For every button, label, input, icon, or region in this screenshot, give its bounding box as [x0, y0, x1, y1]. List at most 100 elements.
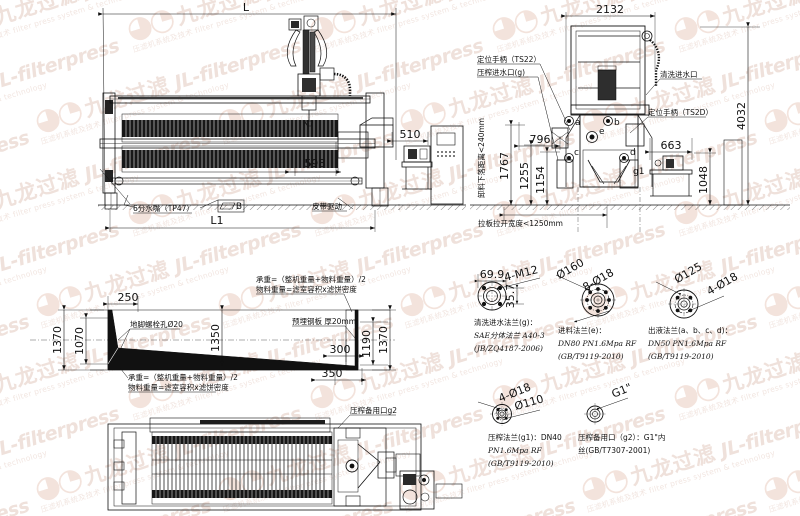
- dimension-1190: 1190: [360, 317, 388, 366]
- filter-plate-stack-upper: [121, 113, 339, 143]
- plan-pump-group: [399, 470, 463, 510]
- label-belt-drive-text: 皮带驱动: [312, 201, 342, 211]
- cloth-washing-gantry: [286, 15, 352, 127]
- squeeze-flange-caption-1: 压榨法兰(g1)：DN40: [488, 432, 562, 442]
- surface-flag-symbol: B: [199, 199, 245, 213]
- dim-350-label: 350: [322, 367, 343, 380]
- dim-35-7-label: 35.7: [504, 284, 517, 309]
- dim-4-m12-label: 4-M12: [503, 263, 540, 284]
- dimension-796: 796: [514, 122, 561, 150]
- dimension-1370-left: 1370: [51, 305, 104, 371]
- label-handle-ts22-text: 定位手柄（TS22）: [477, 54, 541, 64]
- filter-plate-stack-lower: [121, 145, 339, 173]
- foundation-section-view: 250 1370 1070 1350: [30, 274, 396, 393]
- filtrate-flange-caption-1: 出液法兰(a、b、c、d)：: [648, 325, 732, 335]
- dim-1070-label: 1070: [73, 327, 86, 355]
- dim-1350-label: 1350: [209, 324, 222, 352]
- squeeze-spare-port-detail: G1" 压榨备用口（g2）：G1"内 丝(GB/T7307-2001): [578, 381, 665, 455]
- lower-tie-rod: [111, 176, 363, 186]
- side-beam: [99, 138, 376, 149]
- spare-port-caption-2: 丝(GB/T7307-2001): [578, 445, 650, 455]
- side-body-frame: [565, 114, 653, 188]
- feed-flange-caption-1: 进料法兰(e)：: [558, 325, 606, 335]
- plan-tail-end: [333, 427, 421, 507]
- spare-port-caption-1: 压榨备用口（g2）：G1"内: [578, 432, 665, 442]
- dim-69-9-label: 69.9: [480, 268, 505, 281]
- label-load-note-top: 承重=（整机重量+物料重量）/2 物料重量=滤室容积x滤饼密度: [256, 274, 366, 313]
- feed-flange-caption-3: (GB/T9119-2010): [558, 352, 624, 361]
- dimension-1370-right: 1370: [372, 305, 396, 371]
- dim-1048-label: 1048: [697, 166, 710, 194]
- dim-d125-label: Ø125: [672, 260, 704, 286]
- wash-flange-caption-2: SAE分体法兰 A40-3: [474, 331, 545, 340]
- dim-663-label: 663: [661, 139, 682, 152]
- dimension-L1: L1: [105, 210, 376, 232]
- side-pump-skid: [649, 155, 693, 197]
- label-load-note-1: 承重=（整机重量+物料重量）/2: [256, 274, 366, 284]
- dimension-1767: 1767: [498, 120, 525, 205]
- tail-end-frame: [337, 92, 394, 207]
- dimension-598: 598: [285, 142, 341, 176]
- dim-598-label: 598: [305, 157, 326, 170]
- dim-1255-label: 1255: [518, 162, 531, 190]
- port-tag-e: e: [599, 127, 605, 137]
- dim-1370-left-label: 1370: [51, 326, 64, 354]
- dimension-1154: 1154: [534, 147, 560, 205]
- label-load-note-4: 物料重量=滤室容积x滤饼密度: [128, 382, 229, 392]
- label-belt-drive: 皮带驱动: [312, 197, 354, 212]
- label-water-nozzle: 6分水嘴（TP47）: [99, 168, 194, 214]
- dim-1154-label: 1154: [534, 166, 547, 194]
- dimension-350: 350: [311, 367, 366, 385]
- dim-L1-label: L1: [210, 214, 223, 227]
- filtrate-flange-caption-2: DN50 PN1.6Mpa RF: [647, 339, 727, 348]
- port-tag-a: a: [575, 118, 581, 128]
- control-panel: [430, 125, 464, 205]
- label-squeeze-spare-port-plan: 压榨备用口g2: [337, 405, 397, 429]
- label-handle-ts2d: 定位手柄（TS2D）: [629, 107, 713, 134]
- label-squeeze-spare-port-text: 压榨备用口g2: [350, 405, 397, 415]
- label-water-nozzle-text: 6分水嘴（TP47）: [133, 203, 194, 213]
- dim-300-label: 300: [330, 343, 351, 356]
- main-beam: [109, 95, 371, 104]
- dim-1370-right-label: 1370: [377, 326, 390, 354]
- dim-d160-label: Ø160: [554, 256, 586, 282]
- dim-L-label: L: [243, 1, 250, 14]
- dim-1767-label: 1767: [498, 152, 511, 180]
- dimension-2132: 2132: [561, 3, 656, 70]
- filtrate-flange-detail: Ø125 4-Ø18 出液法兰(a、b、c、d)： DN50 PN1.6Mpa …: [647, 260, 740, 361]
- label-wash-inlet-text: 清洗进水口: [660, 69, 698, 79]
- label-load-note-2: 物料重量=滤室容积x滤饼密度: [256, 284, 357, 294]
- front-elevation-view: L: [98, 1, 466, 232]
- head-end-frame: [102, 92, 118, 210]
- label-handle-ts22: 定位手柄（TS22）: [477, 54, 571, 131]
- label-load-note-3: 承重=（整机重量+物料重量）/2: [128, 372, 238, 382]
- dim-510-label: 510: [400, 128, 421, 141]
- dim-4-d18-label: 4-Ø18: [704, 270, 740, 298]
- port-tag-c: c: [574, 148, 579, 158]
- dimension-510: 510: [387, 128, 429, 145]
- dim-250-label: 250: [118, 291, 139, 304]
- dimension-1070: 1070: [73, 313, 110, 365]
- squeeze-flange-caption-2: PN1.6Mpa RF: [487, 446, 543, 455]
- side-gantry-frame: [570, 25, 661, 116]
- wash-flange-caption-3: (JB/ZQ4187-2006): [474, 344, 543, 353]
- dimension-663: 663: [645, 138, 693, 160]
- dim-g1-label: G1": [610, 381, 634, 401]
- squeeze-flange-detail: 4-Ø18 Ø110 压榨法兰(g1)：DN40 PN1.6Mpa RF (GB…: [477, 380, 562, 468]
- plan-view: 压榨备用口g2: [107, 405, 463, 511]
- wash-water-flange-detail: 69.9 4-M12 35.7 清洗进水法兰(g)： SAE分体法兰 A40-3…: [474, 263, 545, 353]
- dimension-1255: 1255: [518, 140, 545, 205]
- dim-1190-label: 1190: [360, 330, 373, 358]
- dimension-L: L: [98, 1, 397, 206]
- label-wash-inlet: 清洗进水口: [645, 69, 702, 96]
- label-steel-plate: 预埋钢板 厚20mm: [292, 316, 356, 339]
- feed-flange-caption-2: DN80 PN1.6Mpa RF: [557, 339, 637, 348]
- label-handle-ts2d-text: 定位手柄（TS2D）: [648, 107, 713, 117]
- label-steel-plate-text: 预埋钢板 厚20mm: [292, 316, 356, 326]
- dimension-250: 250: [103, 291, 139, 312]
- dim-4032-label: 4032: [735, 102, 748, 130]
- port-tag-g1: g1: [633, 167, 644, 177]
- filtrate-flange-caption-3: (GB/T9119-2010): [648, 352, 714, 361]
- flag-letter-text: B: [236, 202, 242, 212]
